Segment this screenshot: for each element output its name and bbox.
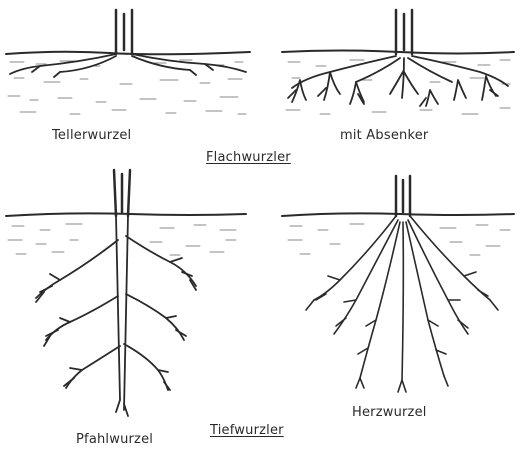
- trunk: [116, 10, 132, 54]
- ground-line: [282, 51, 514, 54]
- pfahlwurzel-label: Pfahlwurzel: [76, 432, 153, 447]
- herzwurzel-illustration: [282, 176, 514, 392]
- trunk: [396, 176, 410, 216]
- trunk: [114, 170, 130, 216]
- tiefwurzler-category: Tiefwurzler: [210, 423, 284, 438]
- flachwurzler-category: Flachwurzler: [206, 150, 291, 165]
- root-system: [306, 216, 498, 392]
- root-system: [288, 56, 508, 106]
- herzwurzel-label: Herzwurzel: [352, 405, 427, 420]
- tellerwurzel-label: Tellerwurzel: [52, 128, 131, 143]
- absenker-label: mit Absenker: [340, 128, 428, 143]
- tellerwurzel-illustration: [6, 10, 250, 114]
- ground-line: [6, 213, 246, 216]
- soil-texture: [286, 60, 510, 114]
- ground-line: [282, 213, 514, 216]
- soil-texture: [8, 224, 236, 255]
- pfahlwurzel-illustration: [6, 170, 246, 416]
- absenker-illustration: [282, 10, 514, 114]
- ground-line: [6, 52, 250, 55]
- trunk: [396, 10, 412, 54]
- root-system: [36, 216, 196, 416]
